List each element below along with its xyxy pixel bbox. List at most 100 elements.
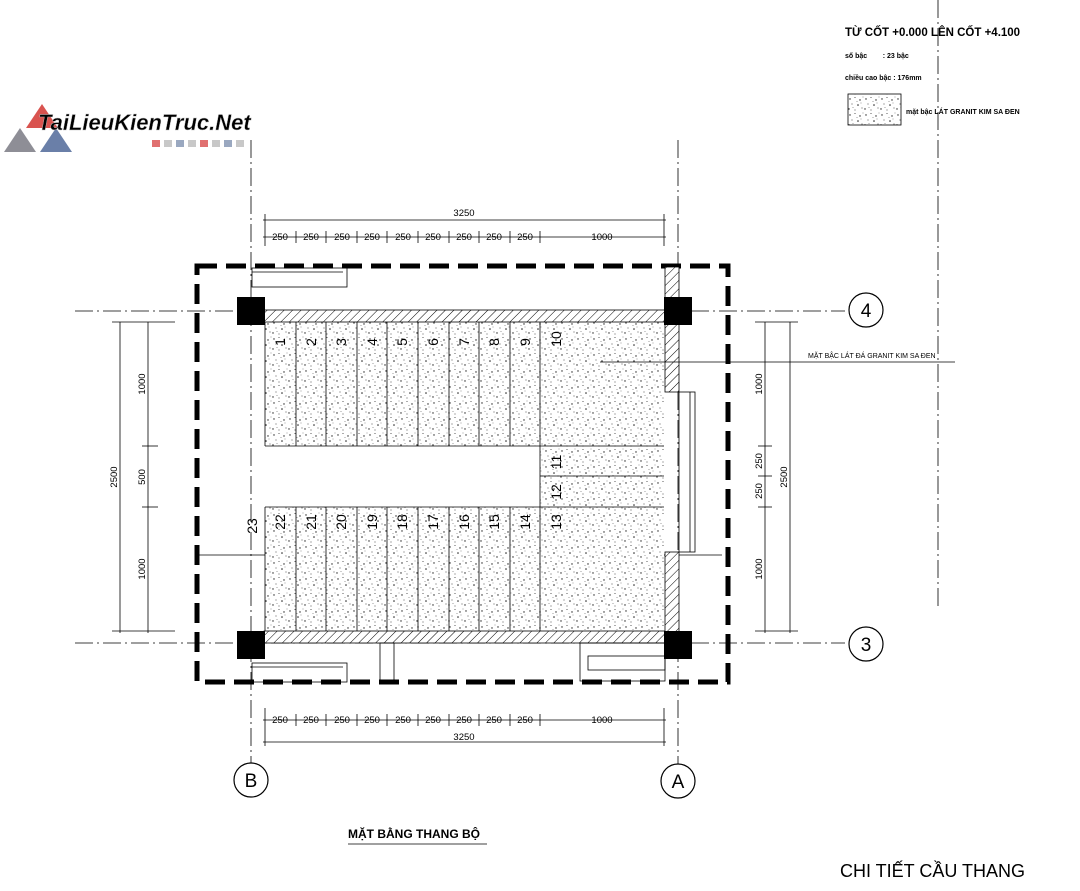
axis-3-label: 3 <box>861 635 872 656</box>
bottom-dim-3: 250 <box>334 715 350 726</box>
step-19: 19 <box>364 514 380 530</box>
left-dim-upper: 1000 <box>137 373 148 394</box>
top-dimensions: 3250 250 250 250 250 250 250 250 250 250… <box>263 208 666 246</box>
top-total-dim: 3250 <box>453 208 474 219</box>
tread-lines <box>264 322 664 631</box>
column-bottom-left <box>237 631 265 659</box>
left-dim-lower: 1000 <box>137 558 148 579</box>
top-dim-5: 250 <box>395 232 411 243</box>
step-4: 4 <box>364 338 380 346</box>
step-16: 16 <box>456 514 472 530</box>
legend-title: TỪ CỐT +0.000 LÊN CỐT +4.100 <box>845 25 1020 39</box>
axis-b-label: B <box>245 771 258 792</box>
step-13: 13 <box>548 514 564 530</box>
step-6: 6 <box>425 338 441 346</box>
watermark-logo: TaiLieuKienTruc.Net <box>4 104 253 152</box>
annotation-text: MẶT BẬC LÁT ĐÁ GRANIT KIM SA ĐEN <box>808 351 936 360</box>
landing <box>540 322 664 631</box>
plan-title: MẶT BẰNG THANG BỘ <box>348 826 480 841</box>
step-5: 5 <box>394 338 410 346</box>
openings <box>251 267 666 683</box>
logo-triangle-red <box>26 104 58 128</box>
top-dim-2: 250 <box>303 232 319 243</box>
stair-core-boundary <box>194 263 731 685</box>
column-top-right <box>664 297 692 325</box>
lower-flight <box>265 507 540 631</box>
top-dim-3: 250 <box>334 232 350 243</box>
logo-triangle-gray <box>4 128 36 152</box>
bottom-dim-4: 250 <box>364 715 380 726</box>
step-3: 3 <box>333 338 349 346</box>
step-15: 15 <box>486 514 502 530</box>
legend-swatch-label: mặt bậc LÁT GRANIT KIM SA ĐEN <box>906 107 1020 116</box>
step-2: 2 <box>303 338 319 346</box>
right-dim-half-2: 250 <box>754 483 765 499</box>
legend: TỪ CỐT +0.000 LÊN CỐT +4.100 số bậc : 23… <box>845 25 1020 126</box>
step-21: 21 <box>303 514 319 530</box>
axis-4-circle <box>848 292 884 328</box>
step-17: 17 <box>425 514 441 530</box>
top-dim-7: 250 <box>456 232 472 243</box>
step-23: 23 <box>244 518 260 534</box>
wall-top <box>263 309 667 323</box>
top-dim-8: 250 <box>486 232 502 243</box>
right-dim-upper: 1000 <box>754 373 765 394</box>
bottom-dim-landing: 1000 <box>591 715 612 726</box>
step-11: 11 <box>548 455 564 470</box>
right-dim-lower: 1000 <box>754 558 765 579</box>
axis-b-circle <box>233 762 269 798</box>
left-dim-gap: 500 <box>137 469 148 485</box>
column-top-left <box>237 297 265 325</box>
legend-granite-swatch <box>847 93 902 126</box>
step-22: 22 <box>272 514 288 530</box>
step-9: 9 <box>517 338 533 346</box>
wall-bottom <box>263 630 667 644</box>
wall-right-lower <box>664 551 680 641</box>
sheet-title: CHI TIẾT CẦU THANG <box>840 860 1025 881</box>
step-8: 8 <box>486 338 502 346</box>
axis-4-label: 4 <box>861 301 872 322</box>
upper-flight <box>265 322 540 446</box>
axis-3-circle <box>848 626 884 662</box>
top-dim-landing: 1000 <box>591 232 612 243</box>
bottom-dim-5: 250 <box>395 715 411 726</box>
bottom-dim-7: 250 <box>456 715 472 726</box>
left-dimensions: 2500 1000 500 1000 <box>109 321 175 633</box>
bottom-dim-1: 250 <box>272 715 288 726</box>
step-12: 12 <box>548 484 564 500</box>
top-dim-6: 250 <box>425 232 441 243</box>
step-numbers: 1 2 3 4 5 6 7 8 9 10 11 12 13 14 15 16 1… <box>244 331 564 534</box>
top-dim-4: 250 <box>364 232 380 243</box>
bottom-dim-2: 250 <box>303 715 319 726</box>
columns <box>237 297 692 659</box>
step-1: 1 <box>272 338 288 346</box>
right-total-dim: 2500 <box>779 466 790 487</box>
walls <box>263 266 696 644</box>
axis-a-label: A <box>672 772 685 793</box>
window-opening <box>678 391 696 553</box>
top-dim-1: 250 <box>272 232 288 243</box>
step-20: 20 <box>333 514 349 530</box>
step-18: 18 <box>394 514 410 530</box>
legend-steps-line: số bậc : 23 bậc <box>845 52 909 60</box>
bottom-dimensions: 250 250 250 250 250 250 250 250 250 1000… <box>263 708 666 746</box>
step-7: 7 <box>456 338 472 346</box>
watermark-text: TaiLieuKienTruc.Net <box>38 110 252 135</box>
axis-a-circle <box>660 763 696 799</box>
right-dim-half-1: 250 <box>754 453 765 469</box>
bottom-total-dim: 3250 <box>453 732 474 743</box>
axis-markers: 4 3 B A <box>233 292 884 799</box>
bottom-dim-6: 250 <box>425 715 441 726</box>
wall-right-upper <box>664 266 680 393</box>
bottom-dim-9: 250 <box>517 715 533 726</box>
granite-surfaces <box>265 322 664 631</box>
material-annotation: MẶT BẬC LÁT ĐÁ GRANIT KIM SA ĐEN <box>600 351 955 363</box>
legend-height-line: chiều cao bậc : 176mm <box>845 73 922 82</box>
step-14: 14 <box>517 514 533 530</box>
right-dimensions: 1000 250 250 1000 2500 <box>754 321 798 633</box>
top-dim-9: 250 <box>517 232 533 243</box>
step-10: 10 <box>548 331 564 347</box>
logo-triangle-blue <box>40 128 72 152</box>
column-bottom-right <box>664 631 692 659</box>
